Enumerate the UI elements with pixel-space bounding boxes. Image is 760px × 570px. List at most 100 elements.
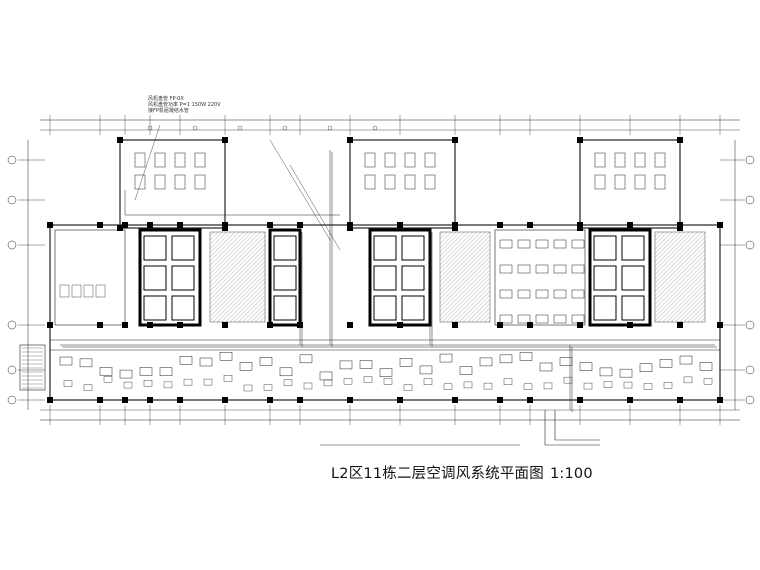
structural-column xyxy=(122,222,128,228)
fan-coil-unit xyxy=(634,152,646,168)
fan-coil-unit xyxy=(384,174,396,190)
fan-coil-unit xyxy=(459,366,473,375)
grid-axis-bubble xyxy=(745,320,755,330)
fan-coil-unit xyxy=(519,352,533,361)
grid-axis-bubble xyxy=(7,395,17,405)
air-diffuser xyxy=(163,381,173,389)
grid-axis-bubble xyxy=(745,395,755,405)
air-diffuser xyxy=(323,379,333,387)
air-diffuser xyxy=(563,376,573,384)
fan-coil-unit xyxy=(553,289,567,299)
elevator-core xyxy=(588,228,652,327)
structural-column xyxy=(577,137,583,143)
fan-coil-unit xyxy=(535,314,549,324)
structural-column xyxy=(627,322,633,328)
structural-column xyxy=(527,222,533,228)
leader-line xyxy=(289,164,341,251)
grid-axis-bubble xyxy=(745,195,755,205)
structural-column xyxy=(222,322,228,328)
air-diffuser xyxy=(83,384,93,391)
fan-coil-unit xyxy=(174,174,186,190)
air-diffuser xyxy=(283,379,293,386)
elevator-core xyxy=(138,228,202,327)
elevator-shaft xyxy=(621,295,645,321)
fan-coil-unit xyxy=(59,356,73,366)
structural-column xyxy=(497,222,503,228)
structural-column xyxy=(527,322,533,328)
hatched-shaft-area xyxy=(654,231,706,323)
structural-column xyxy=(147,322,153,328)
air-diffuser xyxy=(483,382,493,390)
fan-coil-unit xyxy=(319,371,333,381)
structural-column xyxy=(347,137,353,143)
main-floor-outline xyxy=(49,224,721,401)
elevator-core xyxy=(368,228,432,327)
structural-column xyxy=(47,397,53,403)
grid-axis-bubble xyxy=(7,155,17,165)
air-diffuser xyxy=(643,383,653,390)
structural-column xyxy=(122,322,128,328)
fan-coil-unit xyxy=(599,367,613,377)
fan-coil-unit xyxy=(404,152,416,168)
fan-coil-unit xyxy=(179,356,193,365)
fan-coil-unit xyxy=(419,365,433,375)
fan-coil-unit xyxy=(517,264,531,274)
air-diffuser xyxy=(703,378,713,385)
fan-coil-unit xyxy=(614,174,626,190)
air-diffuser xyxy=(603,381,613,388)
air-diffuser xyxy=(363,376,373,383)
structural-column xyxy=(122,397,128,403)
fan-coil-unit xyxy=(654,174,666,190)
fan-coil-unit xyxy=(619,368,633,378)
fan-coil-unit xyxy=(424,152,436,168)
fan-coil-unit xyxy=(399,358,413,367)
air-diffuser xyxy=(523,383,533,390)
structural-column xyxy=(677,137,683,143)
air-diffuser xyxy=(683,376,693,384)
fan-coil-unit xyxy=(154,152,166,168)
structural-column xyxy=(452,225,458,231)
structural-column xyxy=(627,397,633,403)
fan-coil-unit xyxy=(571,264,585,274)
structural-column xyxy=(452,137,458,143)
fan-coil-unit xyxy=(659,359,673,368)
air-diffuser xyxy=(143,379,153,387)
structural-column xyxy=(222,137,228,143)
structural-column xyxy=(497,322,503,328)
fan-coil-unit xyxy=(79,358,93,368)
fan-coil-unit xyxy=(134,174,146,190)
structural-column xyxy=(677,397,683,403)
air-diffuser xyxy=(543,382,553,390)
fan-coil-unit xyxy=(364,152,376,168)
air-diffuser xyxy=(123,381,133,389)
structural-column xyxy=(347,322,353,328)
fan-coil-unit xyxy=(439,353,453,363)
fcu-annotation: 风机盘管 FP-0X 风机盘管功率 P=1 150W 220V 接FP机组凝结水… xyxy=(148,96,221,114)
fan-coil-unit xyxy=(639,363,653,372)
fan-coil-unit xyxy=(499,289,513,299)
fan-coil-unit xyxy=(404,174,416,190)
toilet-stall xyxy=(83,284,94,298)
air-diffuser xyxy=(663,382,673,389)
fan-coil-unit xyxy=(154,174,166,190)
elevator-shaft xyxy=(273,265,297,291)
leader-line xyxy=(134,124,161,201)
drawing-title-text: L2区11栋二层空调风系统平面图 xyxy=(331,466,544,482)
elevator-shaft xyxy=(621,265,645,291)
structural-column xyxy=(97,222,103,228)
structural-column xyxy=(347,397,353,403)
annotation-line-1: 风机盘管 FP-0X xyxy=(148,96,184,102)
grid-axis-bubble xyxy=(7,320,17,330)
structural-column xyxy=(497,397,503,403)
elevator-shaft xyxy=(373,265,397,291)
air-diffuser xyxy=(623,381,633,389)
fan-coil-unit xyxy=(139,367,153,376)
structural-column xyxy=(627,222,633,228)
fan-coil-unit xyxy=(364,174,376,190)
fan-coil-unit xyxy=(679,355,693,365)
restroom xyxy=(54,229,126,326)
fan-coil-unit xyxy=(384,152,396,168)
structural-column xyxy=(452,397,458,403)
air-diffuser xyxy=(303,382,313,390)
fan-coil-unit xyxy=(535,289,549,299)
